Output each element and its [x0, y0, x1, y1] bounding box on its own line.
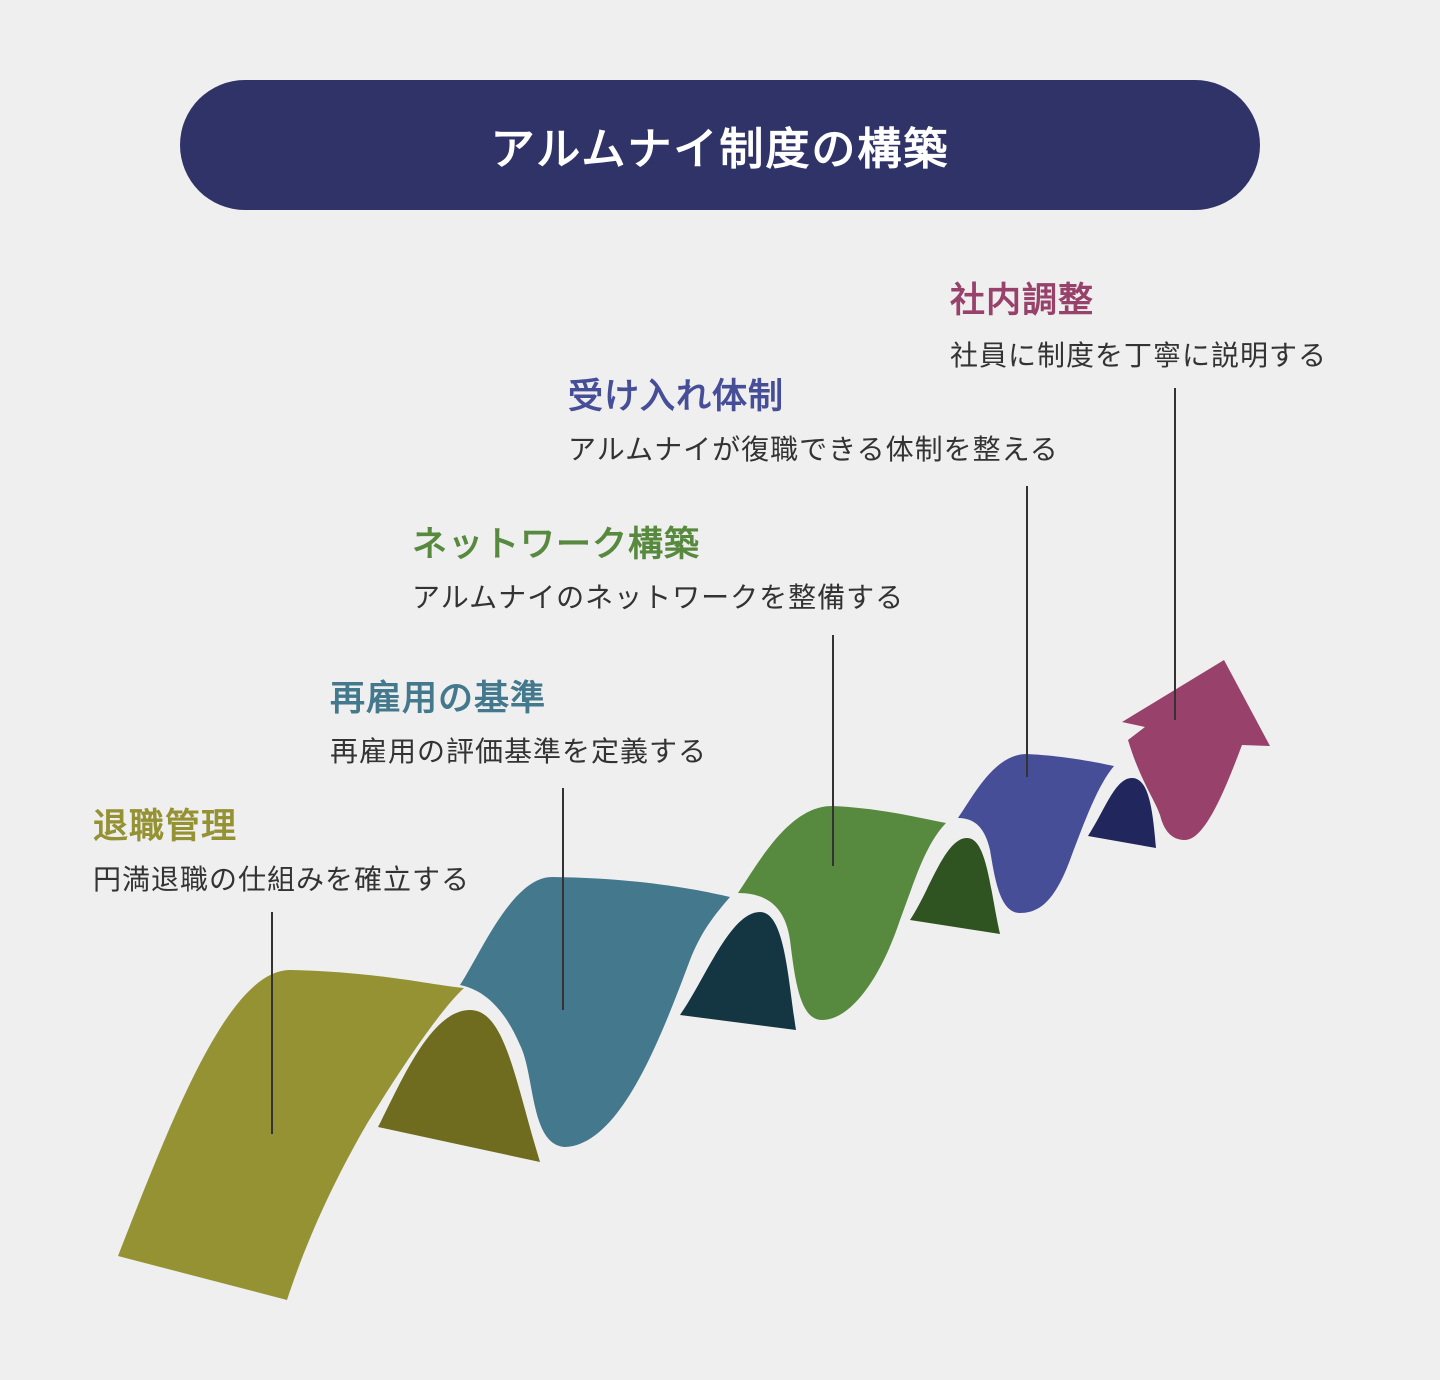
ribbon-back-4 [1088, 778, 1156, 848]
ribbon-segment-4 [958, 754, 1114, 913]
step-description-1: 円満退職の仕組みを確立する [93, 863, 471, 896]
step-title-2: 再雇用の基準 [330, 679, 547, 719]
diagram-title: アルムナイ制度の構築 [490, 124, 950, 175]
ribbon-arrow-head [1122, 660, 1270, 840]
step-description-4: アルムナイが復職できる体制を整える [568, 433, 1059, 466]
ribbon-segment-3 [738, 806, 946, 1020]
step-title-1: 退職管理 [93, 807, 238, 847]
step-description-3: アルムナイのネットワークを整備する [412, 581, 905, 614]
ribbon-segment-2 [460, 877, 730, 1147]
step-description-2: 再雇用の評価基準を定義する [330, 735, 708, 768]
step-title-5: 社内調整 [950, 281, 1095, 321]
step-title-3: ネットワーク構築 [412, 525, 701, 565]
ribbon-back-3 [910, 838, 1000, 934]
step-description-5: 社員に制度を丁寧に説明する [950, 339, 1328, 372]
title-banner: アルムナイ制度の構築 [180, 80, 1260, 210]
ribbon-segment-1 [118, 970, 464, 1300]
ribbon-back-2 [680, 912, 796, 1030]
ribbon-back-1 [378, 1010, 540, 1162]
step-title-4: 受け入れ体制 [568, 377, 785, 417]
